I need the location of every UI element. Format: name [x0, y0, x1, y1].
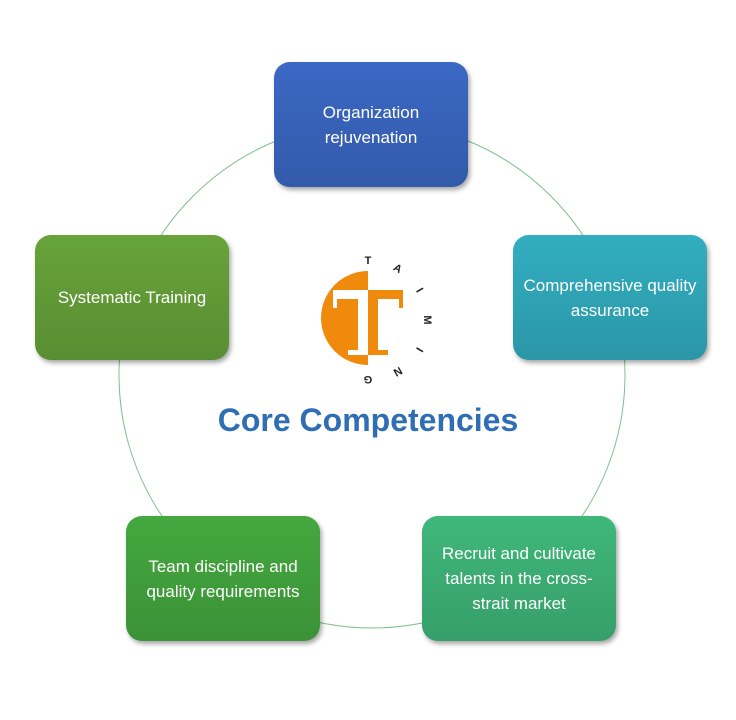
- logo-letter: I: [413, 345, 425, 354]
- node-label: Recruit and cultivate talents in the cro…: [441, 544, 597, 613]
- logo-letter: I: [413, 286, 425, 295]
- logo-letter: M: [421, 315, 433, 324]
- node-label: Systematic Training: [57, 288, 207, 307]
- node-recruit-talents: Recruit and cultivate talents in the cro…: [422, 516, 616, 641]
- logo-letter: T: [365, 255, 372, 267]
- taiming-logo: T A I M I N G: [321, 255, 433, 385]
- logo-letter: N: [391, 364, 404, 378]
- node-label: Organization rejuvenation: [322, 102, 420, 147]
- node-label: Team discipline and quality requirements: [146, 556, 300, 601]
- logo-t-glyph: [368, 290, 403, 355]
- node-team-discipline: Team discipline and quality requirements: [126, 516, 320, 641]
- node-quality-assurance: Comprehensive quality assurance: [513, 235, 707, 360]
- diagram-title: Core Competencies: [217, 402, 519, 438]
- node-label: Comprehensive quality assurance: [523, 275, 697, 320]
- logo-t-glyph: [333, 290, 368, 355]
- logo-letter: A: [391, 262, 404, 276]
- node-systematic-training: Systematic Training: [35, 235, 229, 360]
- node-organization-rejuvenation: Organization rejuvenation: [274, 62, 468, 187]
- logo-letter: G: [364, 373, 373, 385]
